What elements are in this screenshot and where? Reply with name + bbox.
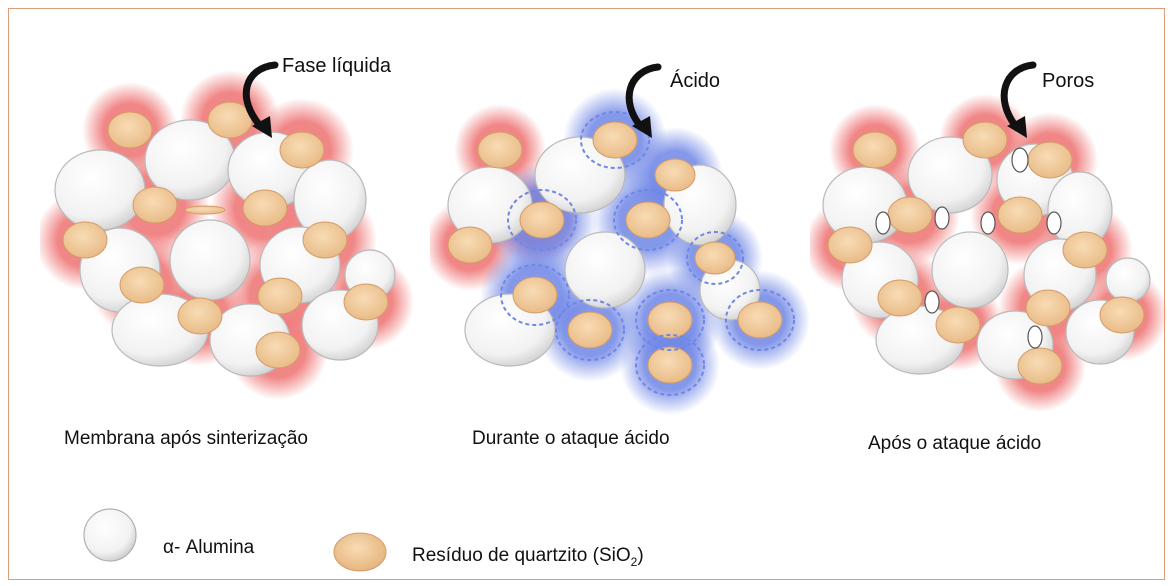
liquid-phase-label: Fase líquida	[282, 55, 391, 77]
quartzite-residues	[62, 101, 389, 369]
legend-alumina-swatch	[80, 505, 140, 570]
acid-dashed-outlines	[500, 111, 795, 396]
curved-arrow-icon	[625, 63, 662, 138]
caption-sintered: Membrana após sinterização	[64, 428, 308, 449]
pores-label: Poros	[1042, 70, 1095, 92]
legend-quartzite-swatch	[330, 530, 390, 579]
after-acid-attack-illustration	[810, 61, 1168, 412]
panel-acid-attack	[430, 40, 810, 420]
sintered-membrane-illustration	[40, 61, 414, 400]
panel-sintered-membrane	[40, 40, 420, 420]
acid-attack-illustration	[430, 63, 810, 415]
pores	[875, 147, 1062, 349]
curved-arrow-icon	[1000, 61, 1037, 138]
panel-after-acid-attack	[810, 40, 1170, 420]
acid-label: Ácido	[670, 70, 721, 92]
caption-acid-attack: Durante o ataque ácido	[472, 428, 670, 449]
caption-after-acid-attack: Após o ataque ácido	[868, 433, 1042, 454]
curved-arrow-icon	[242, 61, 279, 138]
legend-alumina-label: α- Alumina	[163, 537, 255, 558]
legend-quartzite-label: Resíduo de quartzito (SiO2)	[412, 545, 644, 569]
quartzite-residues	[447, 121, 783, 384]
